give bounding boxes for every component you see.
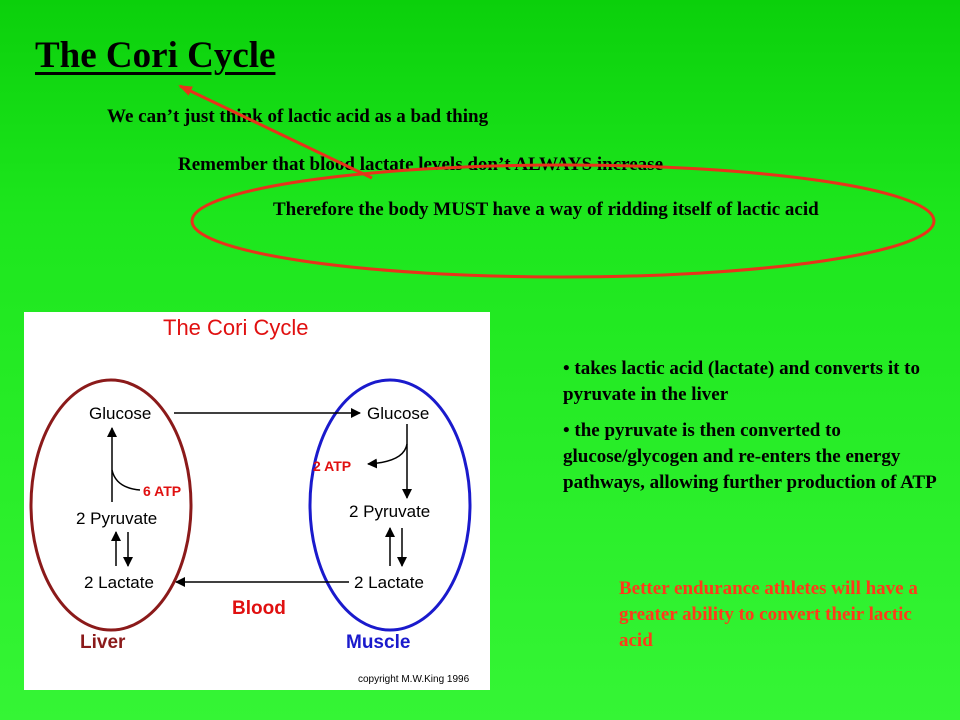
muscle-glucose-label: Glucose <box>367 404 429 423</box>
copyright-label: copyright M.W.King 1996 <box>358 674 470 685</box>
muscle-pyruvate-label: 2 Pyruvate <box>349 502 430 521</box>
blood-label: Blood <box>232 598 286 619</box>
statement-lactic-acid: We can’t just think of lactic acid as a … <box>107 106 489 127</box>
bullet-item: • takes lactic acid (lactate) and conver… <box>563 358 921 405</box>
liver-lactate-label: 2 Lactate <box>84 573 154 592</box>
bullet-item: • the pyruvate is then converted to gluc… <box>563 420 937 493</box>
liver-atp-label: 6 ATP <box>143 483 181 499</box>
liver-atp-curve <box>111 469 141 491</box>
liver-label: Liver <box>80 632 126 653</box>
liver-glucose-label: Glucose <box>89 404 151 423</box>
diagram-title: The Cori Cycle <box>163 315 308 340</box>
cori-cycle-diagram: The Cori Cycle Glucose 6 ATP 2 Pyruvate … <box>24 312 490 690</box>
muscle-oval <box>308 378 472 632</box>
muscle-atp-curve <box>367 443 408 469</box>
statement-blood-lactate: Remember that blood lactate levels don’t… <box>178 154 664 175</box>
statement-ridding-lactic-acid: Therefore the body MUST have a way of ri… <box>273 199 819 220</box>
liver-pyruvate-label: 2 Pyruvate <box>76 509 157 528</box>
liver-oval <box>29 378 193 632</box>
muscle-label: Muscle <box>346 632 410 653</box>
muscle-lactate-label: 2 Lactate <box>354 573 424 592</box>
bullet-list: • takes lactic acid (lactate) and conver… <box>563 356 943 506</box>
cori-cycle-svg: The Cori Cycle Glucose 6 ATP 2 Pyruvate … <box>29 315 472 685</box>
slide-title: The Cori Cycle <box>35 35 276 76</box>
muscle-atp-label: 2 ATP <box>313 458 351 474</box>
endurance-note: Better endurance athletes will have a gr… <box>619 578 918 651</box>
